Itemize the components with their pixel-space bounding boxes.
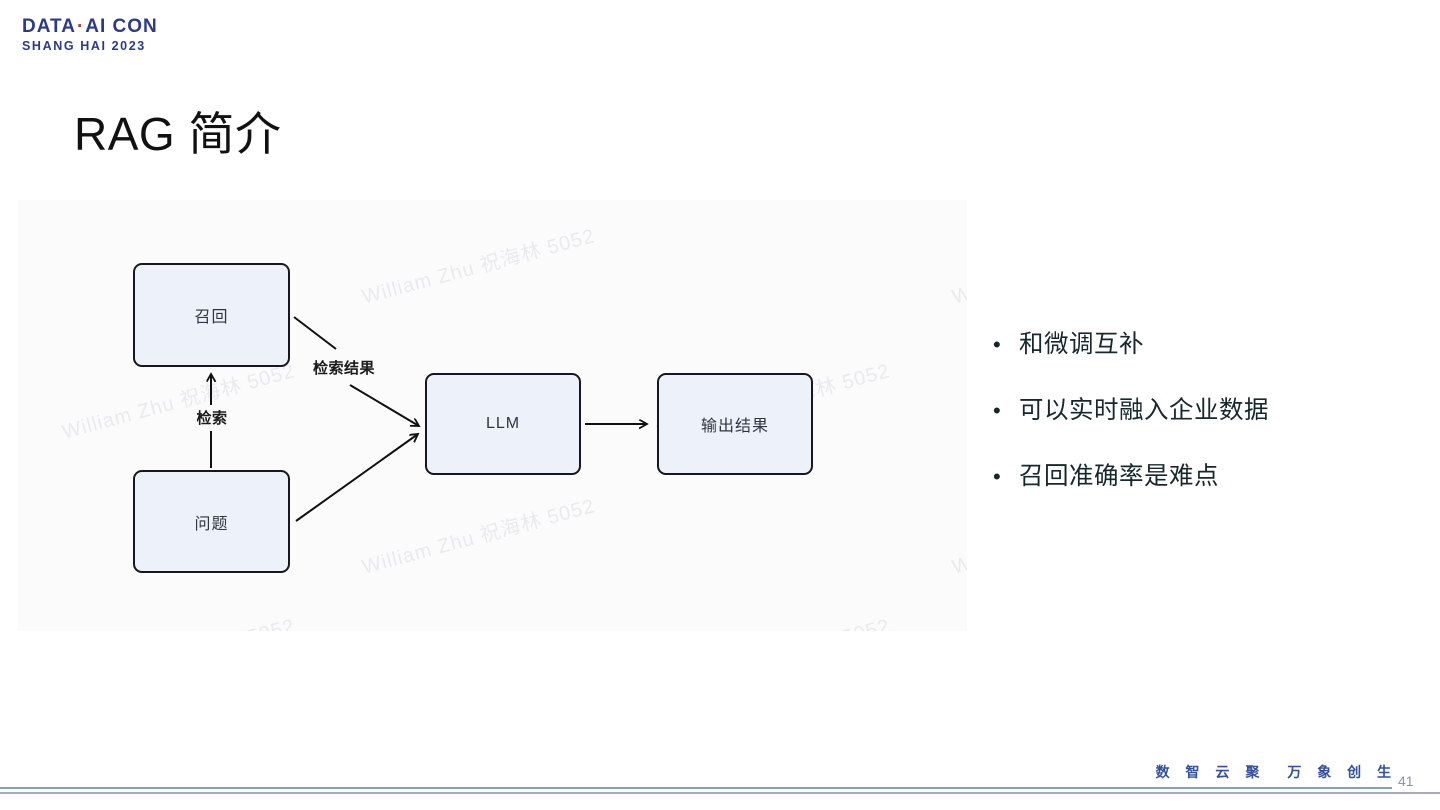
logo-dot-icon: · bbox=[76, 16, 85, 37]
edge-label-retrieval: 检索 bbox=[196, 410, 228, 427]
event-logo: DATA·AI CON SHANG HAI 2023 bbox=[22, 16, 158, 53]
logo-line2: SHANG HAI 2023 bbox=[22, 39, 146, 53]
node-output: 输出结果 bbox=[657, 373, 813, 475]
node-question: 问题 bbox=[133, 470, 290, 573]
node-recall: 召回 bbox=[133, 263, 290, 367]
footer-slogan: 数 智 云 聚万 象 创 生 bbox=[1156, 762, 1397, 782]
list-item: 召回准确率是难点 bbox=[985, 460, 1425, 493]
logo-line1: DATA·AI CON bbox=[22, 16, 158, 38]
list-item: 和微调互补 bbox=[985, 328, 1425, 361]
footer-slogan-left: 数 智 云 聚 bbox=[1155, 764, 1266, 780]
list-item: 可以实时融入企业数据 bbox=[985, 394, 1425, 427]
diagram-edges bbox=[18, 316, 967, 522]
page-title: RAG 简介 bbox=[74, 108, 282, 160]
logo-text-data: DATA bbox=[22, 16, 76, 37]
rag-flow-diagram: William Zhu 祝海林 5052 William Zhu 祝海林 505… bbox=[18, 200, 967, 631]
footer-rule-teal bbox=[0, 787, 1392, 789]
logo-text-aicon: AI CON bbox=[85, 16, 158, 37]
page-number: 41 bbox=[1398, 773, 1414, 789]
edge-label-retrieval-result: 检索结果 bbox=[313, 360, 376, 377]
node-llm: LLM bbox=[425, 373, 581, 475]
footer-slogan-right: 万 象 创 生 bbox=[1287, 764, 1397, 780]
footer-rule-gray bbox=[0, 792, 1440, 794]
key-points-list: 和微调互补 可以实时融入企业数据 召回准确率是难点 bbox=[985, 328, 1425, 526]
